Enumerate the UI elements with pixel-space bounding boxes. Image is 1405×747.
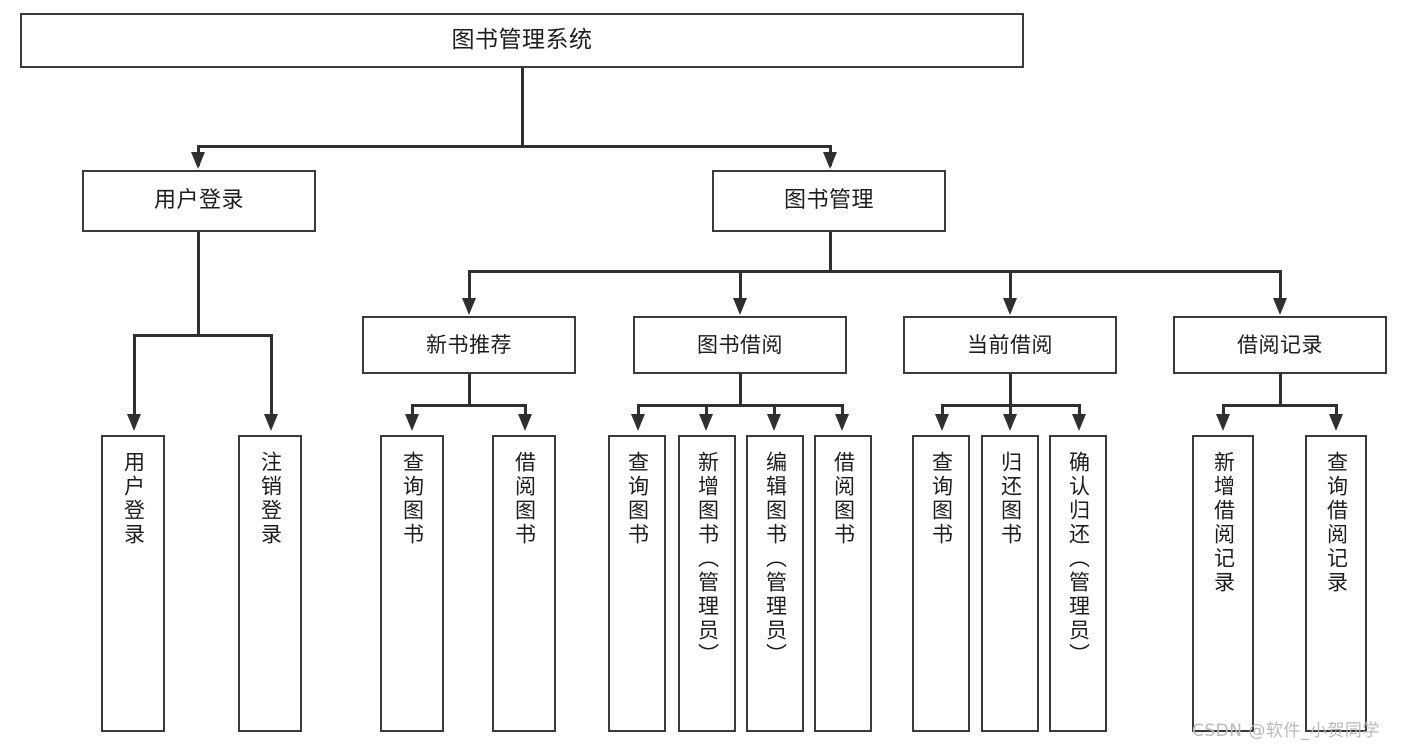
node-label: 借阅记录 [1237,332,1323,357]
arrowhead-leaf-borrow-book-1 [518,414,532,431]
connector-level3-bar [468,270,1281,273]
connector-book-borrow-trunk [739,374,742,406]
node-label: 查询借阅记录 [1324,451,1349,595]
node-borrow-record[interactable]: 借阅记录 [1173,316,1387,374]
connector-new-book-trunk [468,374,471,406]
node-label: 编辑图书（管理员） [763,451,788,667]
arrowhead-leaf-user-login [127,414,141,431]
connector-book-borrow-leaf-2 [773,404,776,418]
node-label: 用户登录 [153,188,244,214]
leaf-confirm-return-admin[interactable]: 确认归还（管理员） [1049,435,1107,732]
node-label: 注销登录 [258,451,283,547]
node-book-manage[interactable]: 图书管理 [712,170,946,232]
leaf-return-book[interactable]: 归还图书 [981,435,1039,732]
node-label: 用户登录 [121,451,146,547]
watermark-text: CSDN @软件_小贺同学 [1192,721,1380,741]
connector-to-current-borrow [1009,270,1012,302]
arrowhead-leaf-query-book-3 [935,414,949,431]
leaf-query-book-current[interactable]: 查询图书 [912,435,970,732]
node-user-login[interactable]: 用户登录 [82,170,316,232]
node-label: 确认归还（管理员） [1066,451,1091,667]
node-label: 图书管理系统 [451,27,593,54]
connector-current-borrow-trunk [1009,374,1012,406]
leaf-query-borrow-record[interactable]: 查询借阅记录 [1305,435,1367,732]
leaf-borrow-book-new[interactable]: 借阅图书 [492,435,556,732]
leaf-edit-book-admin[interactable]: 编辑图书（管理员） [746,435,804,732]
arrowhead-book-borrow [733,298,747,315]
connector-root-trunk [521,68,524,145]
connector-level2-bar [197,145,831,148]
node-label: 图书借阅 [697,332,783,357]
leaf-add-borrow-record[interactable]: 新增借阅记录 [1192,435,1254,732]
arrowhead-new-book [462,298,476,315]
connector-current-borrow-leaf-1 [1009,404,1012,418]
node-label: 借阅图书 [831,451,856,547]
node-label: 归还图书 [998,451,1023,547]
arrowhead-leaf-query-book-1 [405,414,419,431]
arrowhead-leaf-logout [264,414,278,431]
leaf-borrow-book-borrow[interactable]: 借阅图书 [814,435,872,732]
connector-book-borrow-leaf-3 [841,404,844,418]
arrowhead-leaf-query-book-2 [631,414,645,431]
connector-new-book-bar [411,404,526,407]
leaf-logout[interactable]: 注销登录 [238,435,302,732]
connector-new-book-leaf-1 [524,404,527,418]
arrowhead-leaf-confirm-return [1072,414,1086,431]
node-label: 当前借阅 [967,332,1053,357]
node-book-borrow[interactable]: 图书借阅 [633,316,847,374]
connector-new-book-leaf-0 [411,404,414,418]
connector-book-manage-trunk [829,232,832,272]
leaf-user-login[interactable]: 用户登录 [101,435,165,732]
node-label: 查询图书 [625,451,650,547]
leaf-query-book-borrow[interactable]: 查询图书 [608,435,666,732]
node-new-book-recommend[interactable]: 新书推荐 [362,316,576,374]
connector-user-login-bar [133,334,272,337]
connector-borrow-record-leaf-1 [1335,404,1338,418]
node-label: 新书推荐 [426,332,512,357]
connector-borrow-record-bar [1222,404,1337,407]
connector-current-borrow-leaf-2 [1078,404,1081,418]
arrowhead-current-borrow [1003,298,1017,315]
connector-user-login-trunk [197,232,200,336]
arrowhead-borrow-record [1273,298,1287,315]
arrowhead-leaf-query-record [1329,414,1343,431]
connector-borrow-record-trunk [1279,374,1282,406]
connector-borrow-record-leaf-0 [1222,404,1225,418]
connector-to-book-borrow [739,270,742,302]
connector-to-borrow-record [1279,270,1282,302]
arrowhead-leaf-borrow-book-2 [835,414,849,431]
arrowhead-leaf-return-book [1003,414,1017,431]
node-label: 新增借阅记录 [1211,451,1236,595]
arrowhead-book-manage [823,152,837,169]
node-current-borrow[interactable]: 当前借阅 [903,316,1117,374]
arrowhead-leaf-add-book [699,414,713,431]
node-label: 借阅图书 [512,451,537,547]
connector-current-borrow-leaf-0 [941,404,944,418]
connector-user-login-leaf-0 [133,334,136,418]
node-root-system[interactable]: 图书管理系统 [20,13,1024,68]
connector-book-borrow-leaf-1 [705,404,708,418]
connector-book-borrow-bar [637,404,843,407]
connector-user-login-leaf-1 [270,334,273,418]
connector-book-borrow-leaf-0 [637,404,640,418]
arrowhead-user-login [191,152,205,169]
node-label: 查询图书 [400,451,425,547]
leaf-add-book-admin[interactable]: 新增图书（管理员） [678,435,736,732]
arrowhead-leaf-add-record [1216,414,1230,431]
node-label: 图书管理 [783,188,874,214]
leaf-query-book-new[interactable]: 查询图书 [380,435,444,732]
connector-to-new-book [468,270,471,302]
arrowhead-leaf-edit-book [767,414,781,431]
node-label: 新增图书（管理员） [695,451,720,667]
node-label: 查询图书 [929,451,954,547]
